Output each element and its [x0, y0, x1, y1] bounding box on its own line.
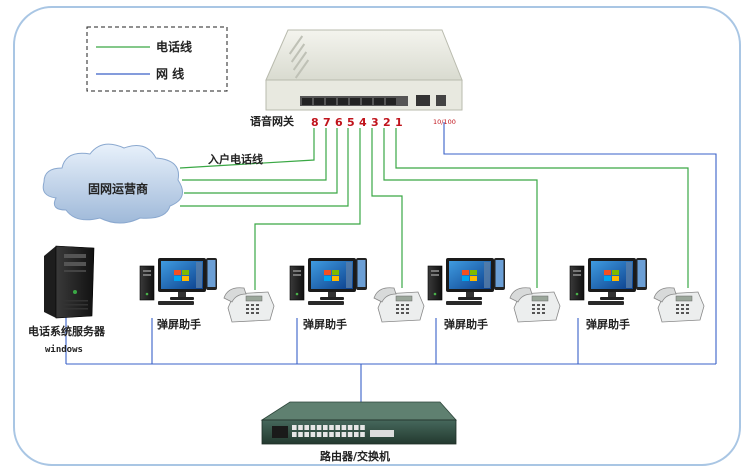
- switch-port: [304, 425, 309, 430]
- gateway-port-number: 7: [323, 116, 331, 129]
- switch-port: [354, 432, 359, 437]
- switch-port: [341, 425, 347, 430]
- desktop-computer-icon: [139, 257, 218, 306]
- switch-port: [347, 432, 353, 437]
- voice-gateway-icon: [265, 29, 463, 111]
- gateway-label: 语音网关: [250, 114, 294, 128]
- switch-port: [347, 425, 353, 430]
- switch-port: [341, 432, 347, 437]
- switch-port: [329, 432, 334, 437]
- switch-port: [310, 425, 316, 430]
- station-label: 弹屏助手: [586, 317, 630, 331]
- station-label: 弹屏助手: [303, 317, 347, 331]
- legend-network-line-label: 网 线: [156, 66, 184, 81]
- switch-port: [323, 432, 328, 437]
- phone-lines: [179, 128, 689, 290]
- switch-port: [298, 432, 303, 437]
- legend: 电话线 网 线: [86, 26, 228, 92]
- gateway-port-number: 1: [395, 116, 403, 129]
- station-3: 弹屏助手: [427, 257, 561, 331]
- switch-port: [335, 425, 340, 430]
- legend-phone-line-label: 电话线: [156, 39, 192, 54]
- cloud-icon: [42, 143, 183, 224]
- desktop-computer-icon: [569, 257, 648, 306]
- gateway-port-number: 8: [311, 116, 319, 129]
- server-tower-icon: [44, 245, 95, 319]
- server-label: 电话系统服务器: [28, 324, 106, 338]
- switch-label: 路由器/交换机: [320, 449, 390, 463]
- gateway-port-number: 5: [347, 116, 355, 129]
- station-label: 弹屏助手: [444, 317, 488, 331]
- desk-phone-icon: [373, 287, 425, 323]
- pstn-line-label: 入户电话线: [208, 152, 263, 166]
- switch-port: [310, 432, 316, 437]
- switch-port: [323, 425, 328, 430]
- switch-port: [354, 425, 359, 430]
- switch-port: [304, 432, 309, 437]
- station-2: 弹屏助手: [289, 257, 425, 331]
- station-label: 弹屏助手: [157, 317, 201, 331]
- gateway-port-number: 2: [383, 116, 391, 129]
- switch-port: [329, 425, 334, 430]
- desk-phone-icon: [653, 287, 705, 323]
- cloud-label: 固网运营商: [88, 181, 148, 196]
- switch-port: [292, 425, 297, 430]
- server-os-label: windows: [45, 344, 83, 355]
- switch-port: [298, 425, 303, 430]
- desktop-computer-icon: [289, 257, 368, 306]
- desk-phone-icon: [223, 287, 275, 323]
- switch-port: [360, 425, 365, 430]
- switch-port: [316, 432, 322, 437]
- switch-port: [292, 432, 297, 437]
- switch-port: [316, 425, 322, 430]
- desktop-computer-icon: [427, 257, 506, 306]
- gateway-port-number: 6: [335, 116, 343, 129]
- station-1: 弹屏助手: [139, 257, 275, 331]
- gateway-port-number: 4: [359, 116, 367, 129]
- desk-phone-icon: [509, 287, 561, 323]
- switch-port: [335, 432, 340, 437]
- gateway-port-number: 3: [371, 116, 379, 129]
- network-switch-icon: [260, 401, 457, 445]
- gateway-uplink-label: 10/100: [433, 118, 456, 126]
- station-4: 弹屏助手: [569, 257, 705, 331]
- switch-port: [360, 432, 365, 437]
- diagram-frame: [13, 6, 741, 466]
